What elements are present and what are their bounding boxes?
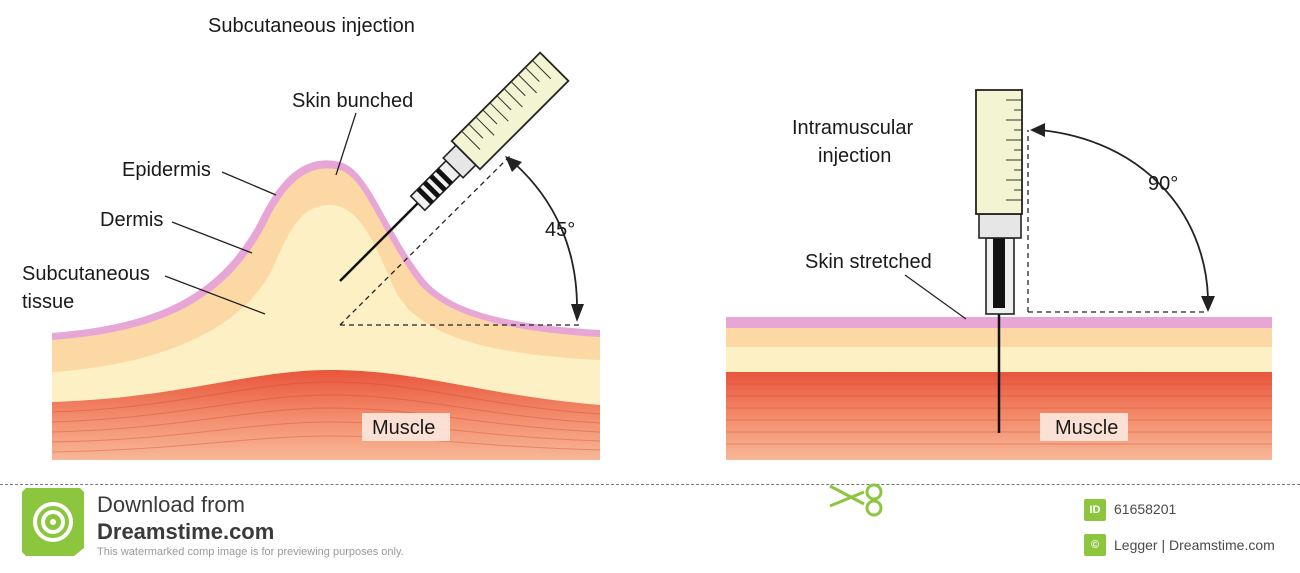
epidermis-label: Epidermis [122,159,211,181]
arrowhead-45-bottom [571,304,584,322]
dreamstime-logo-icon [22,488,84,556]
muscle-label-right: Muscle [1055,417,1118,439]
muscle-label-box-right [1040,413,1128,441]
muscle-label-left: Muscle [372,417,435,439]
arrowhead-90-top [1030,123,1045,137]
right-panel-title-line1: Intramuscular [792,117,913,139]
watermark-note: This watermarked comp image is for previ… [97,546,404,558]
copyright-badge: © [1084,534,1106,556]
arrowhead-90-bottom [1201,296,1215,312]
credit-text: Legger | Dreamstime.com [1114,537,1275,553]
image-id: 61658201 [1114,501,1177,517]
arrowhead-45-top [505,156,522,172]
angle-label-90: 90° [1148,173,1178,195]
leader-lines-left [164,112,357,315]
angle-guide-90 [1027,130,1206,313]
muscle-fibers [52,381,600,453]
cut-line [0,484,1300,485]
scissors-icon [829,483,883,517]
left-panel-title: Subcutaneous injection [208,15,415,37]
syringe-left [339,51,570,282]
brand-text: Dreamstime.com [97,519,275,544]
subcutaneous-label-line2: tissue [22,291,74,313]
dermis-label: Dermis [100,209,163,231]
skin-bunched-label: Skin bunched [292,90,413,112]
leader-line-skin-stretched [904,274,967,320]
subcutaneous-panel [52,160,600,460]
angle-arc-45 [513,162,578,313]
muscle-label-box-left [362,413,450,441]
id-badge: ID [1084,499,1106,521]
download-text: Download from [97,492,245,517]
muscle-layer [52,370,600,460]
skin-stretched-label: Skin stretched [805,251,932,273]
angle-arc-90 [1039,129,1209,299]
right-panel-title-line2: injection [818,145,891,167]
angle-guide-45 [339,153,580,326]
subcutaneous-label-line1: Subcutaneous [22,263,150,285]
angle-label-45: 45° [545,219,575,241]
syringe-right [975,89,1023,433]
